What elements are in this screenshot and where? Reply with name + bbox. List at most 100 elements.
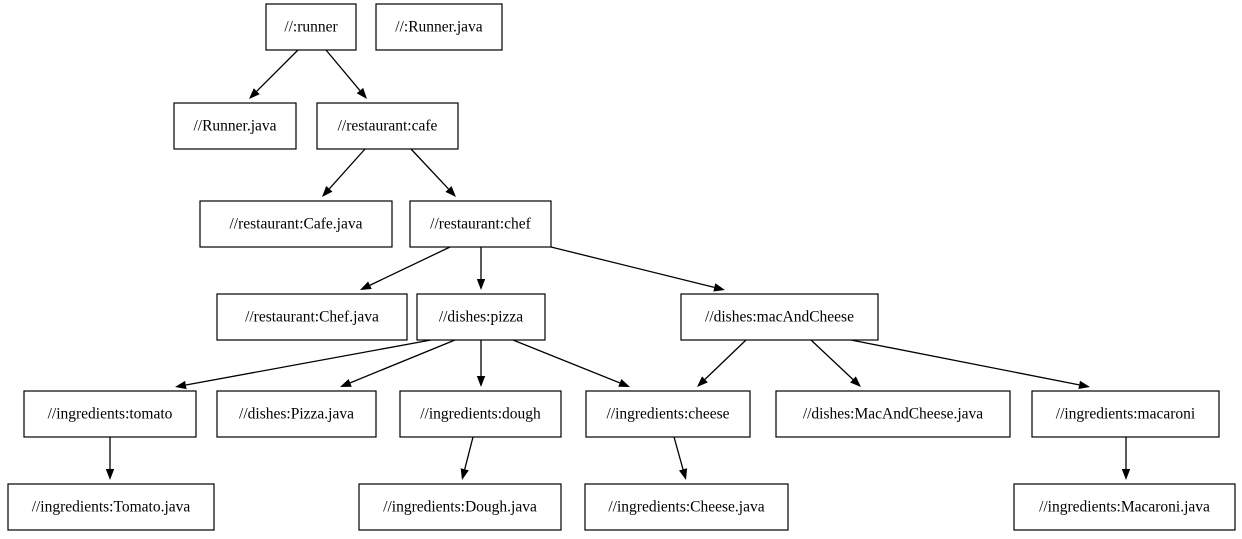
node-label: //Runner.java [193, 118, 276, 135]
graph-node-mac_java[interactable]: //dishes:MacAndCheese.java [775, 390, 1011, 438]
edge-restaurant_chef-to-chef_java [360, 246, 451, 290]
graph-node-chef_java[interactable]: //restaurant:Chef.java [216, 293, 408, 341]
node-box[interactable] [416, 293, 546, 341]
graph-node-ing_tomato[interactable]: //ingredients:tomato [23, 390, 197, 438]
graph-node-macaroni_java[interactable]: //ingredients:Macaroni.java [1013, 483, 1236, 531]
edge-arrowhead [476, 376, 486, 387]
edge-dishes_mac-to-ing_macaroni [850, 339, 1090, 389]
edge-dishes_pizza-to-ing_cheese [512, 339, 630, 387]
node-label: //ingredients:Cheese.java [608, 499, 764, 516]
node-box[interactable] [358, 483, 562, 531]
node-box[interactable] [173, 102, 297, 150]
edge-line [185, 339, 432, 386]
node-box[interactable] [775, 390, 1011, 438]
node-box[interactable] [1031, 390, 1220, 438]
edge-line [512, 339, 621, 384]
node-label: //:runner [284, 19, 338, 36]
edge-dishes_mac-to-ing_cheese [697, 339, 747, 387]
edge-line [349, 339, 456, 384]
edge-arrowhead [678, 468, 688, 480]
graph-node-runner_java[interactable]: //Runner.java [173, 102, 297, 150]
edge-line [325, 49, 361, 91]
node-box[interactable] [375, 3, 503, 51]
graph-node-ing_dough[interactable]: //ingredients:dough [399, 390, 562, 438]
node-box[interactable] [316, 102, 459, 150]
node-label: //dishes:pizza [439, 309, 523, 326]
edge-ing_tomato-to-tomato_java [105, 437, 115, 480]
node-label: //ingredients:dough [420, 406, 541, 423]
edge-arrowhead [249, 88, 260, 99]
edge-arrowhead [360, 281, 372, 290]
node-label: //dishes:Pizza.java [239, 406, 354, 423]
node-label: //dishes:MacAndCheese.java [803, 406, 983, 423]
edge-arrowhead [476, 279, 486, 290]
graph-node-restaurant_chef[interactable]: //restaurant:chef [409, 200, 552, 248]
node-box[interactable] [680, 293, 879, 341]
nodes-layer: //:runner //:Runner.java //Runner.java //re… [7, 3, 1236, 531]
graph-node-cafe_java[interactable]: //restaurant:Cafe.java [199, 200, 393, 248]
edge-restaurant_cafe-to-restaurant_chef [410, 148, 456, 197]
edge-arrowhead [850, 376, 861, 387]
edge-arrowhead [356, 87, 367, 99]
graph-node-dishes_mac[interactable]: //dishes:macAndCheese [680, 293, 879, 341]
graph-node-ing_macaroni[interactable]: //ingredients:macaroni [1031, 390, 1220, 438]
node-box[interactable] [216, 293, 408, 341]
edge-arrowhead [105, 469, 115, 480]
graph-node-runner[interactable]: //:runner [265, 3, 357, 51]
graph-node-dishes_pizza[interactable]: //dishes:pizza [416, 293, 546, 341]
edge-line [810, 339, 854, 380]
node-label: //ingredients:macaroni [1056, 406, 1196, 423]
graph-node-cheese_java[interactable]: //ingredients:Cheese.java [584, 483, 789, 531]
edge-line [328, 148, 366, 190]
edge-dishes_mac-to-mac_java [810, 339, 861, 387]
edge-runner-to-runner_java [249, 49, 299, 99]
edge-arrowhead [175, 380, 187, 390]
edge-ing_cheese-to-cheese_java [673, 436, 688, 480]
edge-restaurant_chef-to-dishes_pizza [476, 247, 486, 290]
edge-dishes_pizza-to-pizza_java [340, 339, 456, 387]
node-label: //dishes:macAndCheese [705, 309, 854, 326]
edge-dishes_pizza-to-ing_tomato [175, 339, 432, 390]
edge-arrowhead [713, 283, 725, 292]
node-box[interactable] [216, 390, 377, 438]
node-label: //ingredients:Macaroni.java [1039, 499, 1210, 516]
node-label: //restaurant:chef [430, 216, 532, 233]
node-label: //:Runner.java [395, 19, 483, 36]
edge-arrowhead [1078, 380, 1090, 389]
node-label: //ingredients:Dough.java [383, 499, 537, 516]
node-box[interactable] [7, 483, 215, 531]
edge-arrowhead [697, 376, 708, 387]
edge-line [704, 339, 747, 380]
node-box[interactable] [265, 3, 357, 51]
edge-arrowhead [445, 186, 456, 197]
node-label: //restaurant:Cafe.java [230, 216, 363, 233]
node-box[interactable] [584, 483, 789, 531]
edge-ing_dough-to-dough_java [460, 436, 474, 480]
edge-ing_macaroni-to-macaroni_java [1121, 437, 1131, 480]
node-label: //ingredients:Tomato.java [32, 499, 191, 516]
node-box[interactable] [409, 200, 552, 248]
node-label: //ingredients:cheese [606, 406, 729, 423]
edge-arrowhead [322, 186, 333, 197]
edge-line [673, 436, 684, 470]
node-box[interactable] [1013, 483, 1236, 531]
graph-node-restaurant_cafe[interactable]: //restaurant:cafe [316, 102, 459, 150]
graph-node-runner_java_root[interactable]: //:Runner.java [375, 3, 503, 51]
graph-node-ing_cheese[interactable]: //ingredients:cheese [585, 390, 751, 438]
edge-line [369, 246, 451, 286]
node-box[interactable] [399, 390, 562, 438]
node-box[interactable] [23, 390, 197, 438]
node-label: //restaurant:cafe [338, 118, 438, 135]
node-box[interactable] [199, 200, 393, 248]
edge-runner-to-restaurant_cafe [325, 49, 367, 99]
edge-line [410, 148, 449, 190]
edge-line [550, 246, 715, 288]
edge-line [256, 49, 299, 92]
edge-arrowhead [1121, 469, 1131, 480]
node-box[interactable] [585, 390, 751, 438]
graph-node-dough_java[interactable]: //ingredients:Dough.java [358, 483, 562, 531]
graph-node-tomato_java[interactable]: //ingredients:Tomato.java [7, 483, 215, 531]
graph-node-pizza_java[interactable]: //dishes:Pizza.java [216, 390, 377, 438]
edge-arrowhead [460, 468, 469, 480]
